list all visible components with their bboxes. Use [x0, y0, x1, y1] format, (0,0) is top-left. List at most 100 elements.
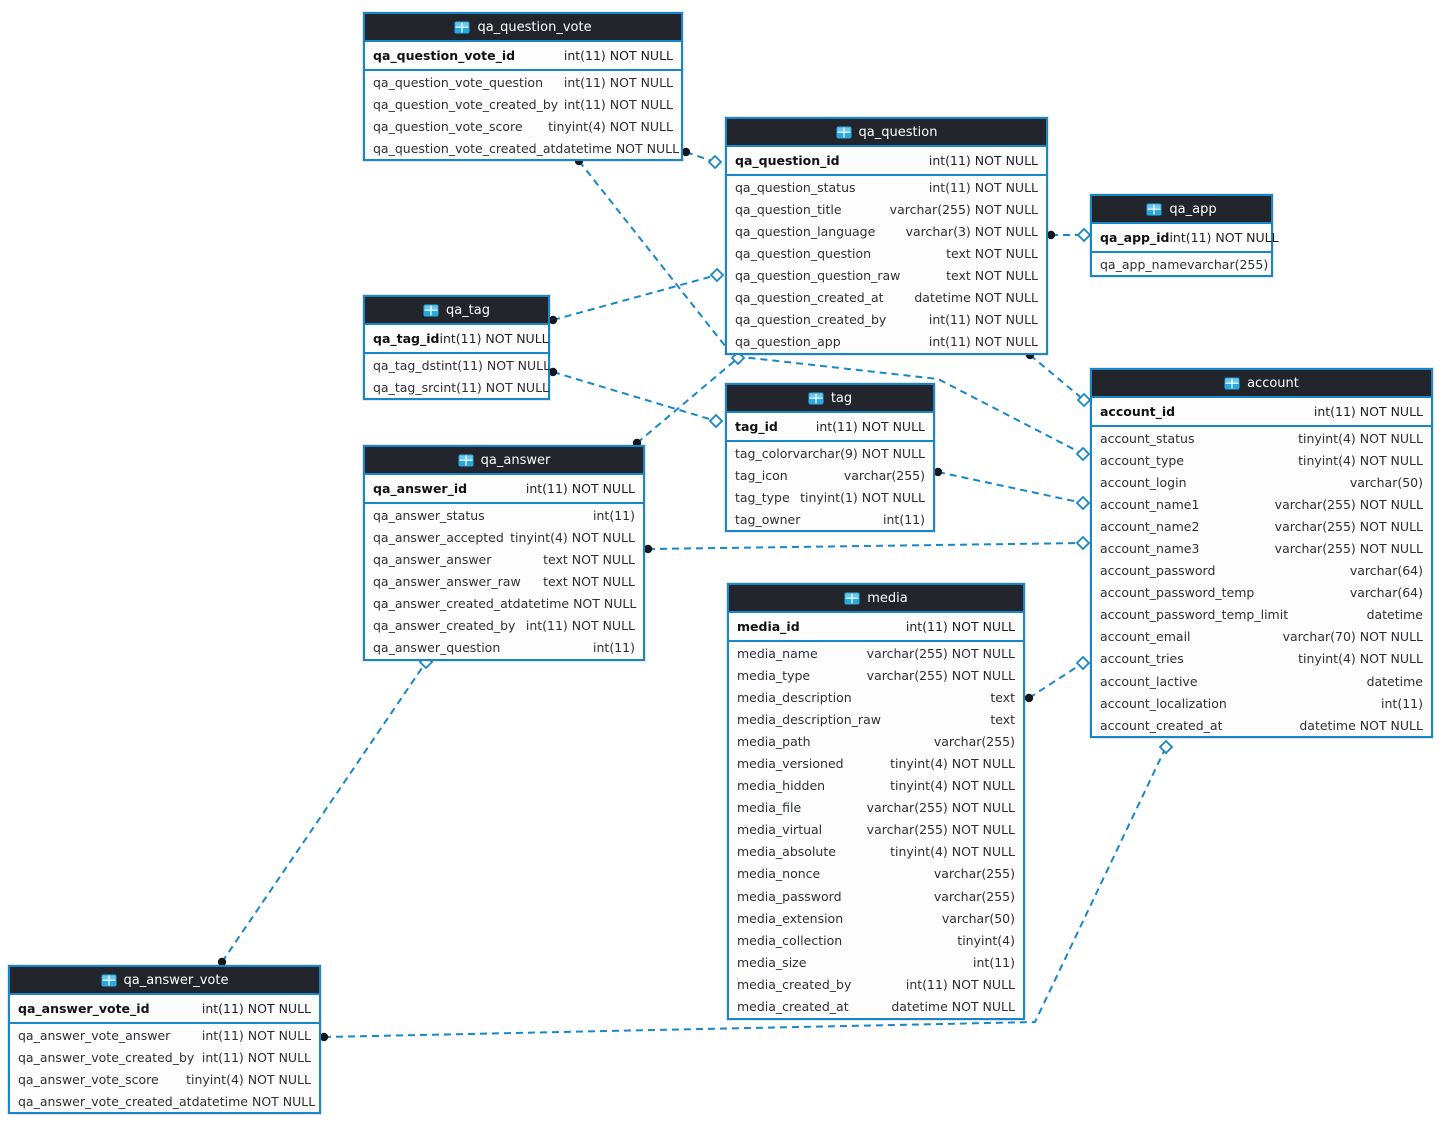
fk-qa_answer_vote-created_by-to-account[interactable] [319, 739, 1174, 1042]
pk-field-type: int(11) NOT NULL [905, 619, 1015, 634]
table-header-qa_question[interactable]: qa_question [727, 119, 1046, 147]
fk-qa_tag-src-to-tag[interactable] [548, 367, 724, 429]
table-header-account[interactable]: account [1092, 370, 1431, 398]
fk-qa_answer_vote-answer-to-qa_answer[interactable] [217, 654, 434, 967]
fk-qa_question_vote-question-to-qa_question[interactable] [681, 147, 723, 170]
fk-tag-owner-to-account[interactable] [933, 467, 1091, 511]
table-header-qa_app[interactable]: qa_app [1092, 196, 1271, 224]
fk-qa_question-created_by-to-account[interactable] [1025, 350, 1092, 408]
fk-qa_tag-dst-to-qa_question[interactable] [548, 267, 725, 325]
table-header-tag[interactable]: tag [727, 385, 933, 413]
table-header-qa_question_vote[interactable]: qa_question_vote [365, 14, 681, 42]
fk-qa_answer-question-to-qa_question[interactable] [632, 350, 746, 448]
fk-media-created_by-to-account[interactable] [1024, 655, 1091, 703]
fk-qa_question-app-to-qa_app[interactable] [1046, 227, 1092, 243]
table-header-qa_answer_vote[interactable]: qa_answer_vote [10, 967, 319, 995]
table-header-qa_tag[interactable]: qa_tag [365, 297, 548, 325]
table-header-qa_answer[interactable]: qa_answer [365, 447, 643, 475]
fk-qa_answer-created_by-to-account[interactable] [643, 535, 1091, 554]
table-header-media[interactable]: media [729, 585, 1023, 613]
